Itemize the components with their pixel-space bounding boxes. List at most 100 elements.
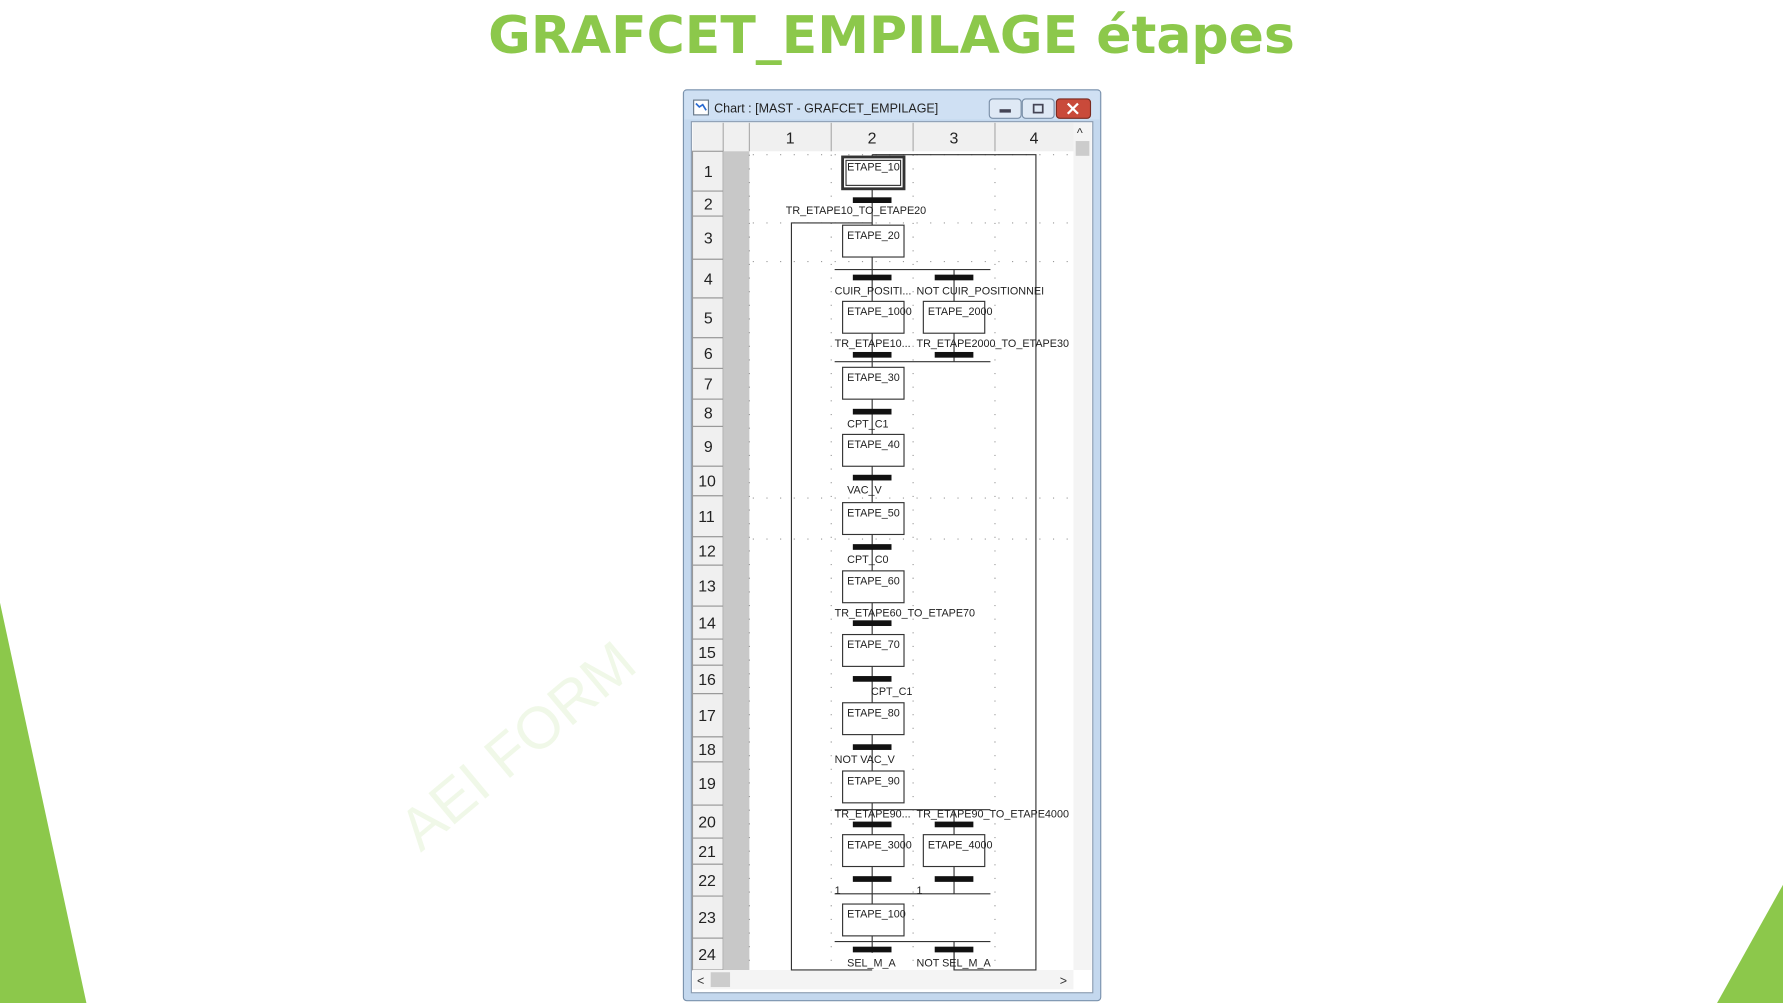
transition[interactable]: SEL_M_A [847, 946, 897, 970]
horizontal-scroll-thumb[interactable] [710, 972, 731, 988]
vertical-scrollbar[interactable]: ^ [1073, 122, 1092, 970]
column-header-bar [692, 122, 1074, 152]
step-etape_100[interactable]: ETAPE_100 [842, 903, 906, 937]
row-header[interactable] [691, 215, 724, 260]
transition-bar[interactable] [852, 744, 892, 750]
row-header[interactable] [691, 761, 724, 806]
step-label: ETAPE_50 [847, 507, 900, 519]
row-header-label: 19 [698, 776, 716, 793]
transition-bar[interactable] [852, 351, 892, 358]
step-label: ETAPE_3000 [847, 839, 912, 851]
close-button[interactable] [1055, 98, 1092, 119]
step-etape_40[interactable]: ETAPE_40 [842, 433, 905, 467]
step-etape_1000[interactable]: ETAPE_1000 [842, 300, 912, 334]
transition[interactable]: 1 [917, 876, 974, 897]
step-etape_50[interactable]: ETAPE_50 [842, 502, 905, 536]
gutter [723, 151, 750, 970]
row-header[interactable] [691, 258, 724, 299]
row-header[interactable] [691, 536, 724, 566]
transition[interactable]: TR_ETAPE90... [835, 809, 911, 828]
scroll-up-icon[interactable]: ^ [1077, 127, 1083, 141]
transition-bar[interactable] [852, 474, 892, 481]
transition-condition: CPT_C1 [847, 419, 888, 431]
minimize-button[interactable] [988, 98, 1022, 119]
minimize-icon [999, 109, 1011, 113]
column-header[interactable]: 4 [1030, 130, 1039, 147]
row-header[interactable] [691, 398, 724, 428]
transition[interactable]: CPT_C1 [847, 408, 892, 431]
scroll-right-icon[interactable]: > [1060, 974, 1067, 988]
column-header[interactable]: 3 [949, 130, 958, 147]
transition-bar[interactable] [852, 821, 892, 828]
transition[interactable]: TR_ETAPE60_TO_ETAPE70 [835, 607, 975, 627]
transition-bar[interactable] [852, 620, 892, 627]
transition-bar[interactable] [852, 676, 892, 682]
transition[interactable]: TR_ETAPE90_TO_ETAPE4000 [917, 809, 1069, 828]
row-header-label: 18 [698, 742, 716, 759]
step-etape_10[interactable]: ETAPE_10 [841, 155, 906, 191]
step-label: ETAPE_20 [847, 230, 900, 242]
row-header-label: 4 [704, 271, 713, 288]
transition-bar[interactable] [934, 946, 974, 953]
row-header-label: 2 [704, 196, 713, 213]
maximize-button[interactable] [1021, 98, 1055, 119]
step-etape_60[interactable]: ETAPE_60 [842, 570, 905, 604]
transition-condition: 1 [835, 885, 841, 897]
transition-bar[interactable] [934, 876, 974, 882]
transition-condition: TR_ETAPE90_TO_ETAPE4000 [917, 809, 1069, 821]
transition-bar[interactable] [934, 821, 974, 828]
scroll-left-icon[interactable]: < [697, 974, 704, 988]
transition-condition: NOT VAC_V [835, 754, 896, 766]
transition-bar[interactable] [852, 408, 892, 415]
transition[interactable]: TR_ETAPE10_TO_ETAPE20 [786, 197, 926, 217]
transition-bar[interactable] [934, 351, 974, 358]
transition[interactable]: NOT CUIR_POSITIONNEI [917, 274, 1045, 298]
row-header-label: 5 [704, 311, 713, 328]
step-label: ETAPE_90 [847, 776, 900, 788]
transition-bar[interactable] [852, 544, 892, 550]
transition[interactable]: VAC_V [847, 474, 892, 497]
row-header[interactable] [691, 605, 724, 640]
step-label: ETAPE_60 [847, 576, 900, 588]
step-etape_4000[interactable]: ETAPE_4000 [922, 834, 993, 868]
transition[interactable]: NOT VAC_V [835, 744, 896, 766]
row-header-label: 14 [698, 615, 716, 632]
step-etape_90[interactable]: ETAPE_90 [842, 770, 905, 804]
step-etape_30[interactable]: ETAPE_30 [842, 366, 905, 400]
transition-bar[interactable] [852, 197, 892, 204]
step-etape_3000[interactable]: ETAPE_3000 [842, 834, 912, 868]
transition[interactable]: NOT SEL_M_A [917, 946, 992, 970]
step-etape_70[interactable]: ETAPE_70 [842, 633, 905, 667]
row-header[interactable] [691, 150, 724, 192]
step-etape_80[interactable]: ETAPE_80 [842, 702, 905, 736]
transition-condition: CPT_C0 [847, 554, 888, 566]
transition[interactable]: CPT_C0 [847, 544, 892, 566]
transition-bar[interactable] [852, 946, 892, 953]
transition-condition: SEL_M_A [847, 958, 896, 970]
row-header-label: 9 [704, 439, 713, 456]
transition[interactable]: TR_ETAPE10... [835, 338, 911, 358]
row-header[interactable] [691, 425, 724, 467]
row-header-label: 20 [698, 814, 716, 831]
chart-icon [693, 99, 709, 116]
step-label: ETAPE_30 [847, 372, 900, 384]
transition[interactable]: CUIR_POSITI... [835, 274, 912, 298]
row-header[interactable] [691, 863, 724, 897]
row-header[interactable] [691, 895, 724, 939]
step-etape_2000[interactable]: ETAPE_2000 [922, 300, 993, 334]
step-etape_20[interactable]: ETAPE_20 [842, 224, 905, 258]
transition-condition: TR_ETAPE2000_TO_ETAPE30 [917, 338, 1069, 350]
vertical-scroll-thumb[interactable] [1075, 141, 1090, 156]
transition-bar[interactable] [852, 876, 892, 882]
row-header-label: 16 [698, 672, 716, 689]
column-header[interactable]: 1 [786, 130, 795, 147]
transition[interactable]: TR_ETAPE2000_TO_ETAPE30 [917, 338, 1069, 358]
transition[interactable]: CPT_C1 [852, 676, 913, 698]
transition-bar[interactable] [934, 274, 974, 281]
row-header[interactable] [691, 736, 724, 763]
transition-condition: CUIR_POSITI... [835, 286, 912, 298]
horizontal-scrollbar[interactable]: < > [692, 969, 1074, 990]
transition[interactable]: 1 [835, 876, 892, 897]
transition-bar[interactable] [852, 274, 892, 281]
column-header[interactable]: 2 [868, 130, 877, 147]
